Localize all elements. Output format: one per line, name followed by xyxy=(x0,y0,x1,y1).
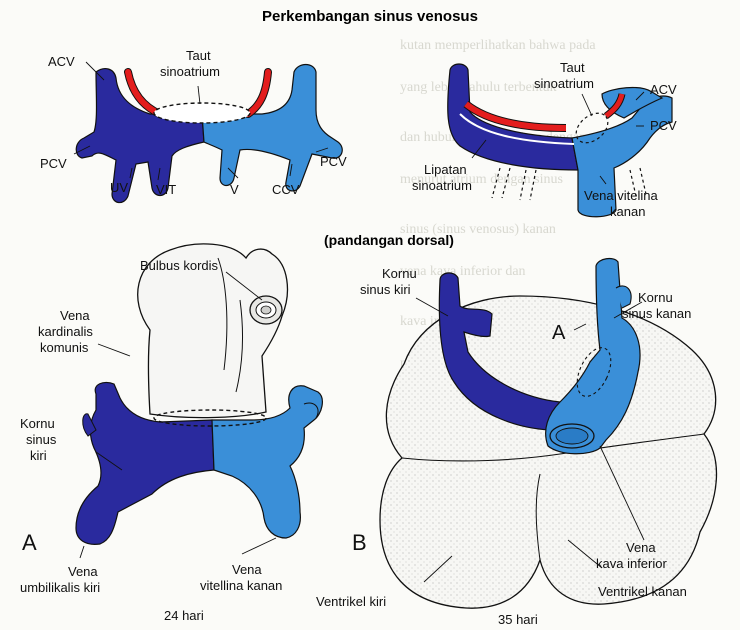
label-ccv: CCV xyxy=(272,182,299,197)
label-kornu-kiri-a-2: sinus xyxy=(26,432,56,447)
label-vena-kava-1: Vena xyxy=(626,540,656,555)
label-age-35: 35 hari xyxy=(498,612,538,627)
label-vena-kardinalis-1: Vena xyxy=(60,308,90,323)
label-acv-left: ACV xyxy=(48,54,75,69)
label-taut-line2: sinoatrium xyxy=(160,64,220,79)
label-vena-kardinalis-2: kardinalis xyxy=(38,324,93,339)
right-sinus-horn-shape xyxy=(202,65,342,191)
label-taut-tr-line2: sinoatrium xyxy=(534,76,594,91)
sinoatrial-junction-ring xyxy=(154,103,250,123)
label-kornu-kiri-b-2: sinus kiri xyxy=(360,282,411,297)
label-pcv-tr: PCV xyxy=(650,118,677,133)
label-age-24: 24 hari xyxy=(164,608,204,623)
label-lipatan-line2: sinoatrium xyxy=(412,178,472,193)
label-kornu-kiri-b-1: Kornu xyxy=(382,266,417,281)
label-kornu-kanan-2: sinus kanan xyxy=(622,306,691,321)
panel-a-letter: A xyxy=(22,530,37,556)
label-vitelina-line1: Vena vitelina xyxy=(584,188,658,203)
dorsal-view-subtitle: (pandangan dorsal) xyxy=(324,232,454,248)
label-lipatan-line1: Lipatan xyxy=(424,162,467,177)
label-pcv-right: PCV xyxy=(320,154,347,169)
left-sinus-horn-shape xyxy=(76,69,204,203)
label-taut-line1: Taut xyxy=(186,48,211,63)
label-acv-right: ACV xyxy=(650,82,677,97)
label-kornu-kiri-a-1: Kornu xyxy=(20,416,55,431)
label-bulbus-kordis: Bulbus kordis xyxy=(140,258,218,273)
figure-title: Perkembangan sinus venosus xyxy=(262,8,478,25)
label-vena-umbilikalis-1: Vena xyxy=(68,564,98,579)
panel-b-plane-letter: A xyxy=(552,322,565,345)
label-vena-vitellina-2: vitellina kanan xyxy=(200,578,282,593)
label-kornu-kiri-a-3: kiri xyxy=(30,448,47,463)
panel-b-letter: B xyxy=(352,530,367,556)
label-uv: UV xyxy=(110,180,128,195)
label-vitelina-line2: kanan xyxy=(610,204,645,219)
label-vena-kava-2: kava inferior xyxy=(596,556,667,571)
label-ventrikel-kanan: Ventrikel kanan xyxy=(598,584,687,599)
label-kornu-kanan-1: Kornu xyxy=(638,290,673,305)
label-ventrikel-kiri: Ventrikel kiri xyxy=(316,594,386,609)
label-vena-kardinalis-3: komunis xyxy=(40,340,88,355)
label-v: V xyxy=(230,182,239,197)
label-vit: VIT xyxy=(156,182,176,197)
label-taut-tr-line1: Taut xyxy=(560,60,585,75)
label-pcv-left: PCV xyxy=(40,156,67,171)
label-vena-umbilikalis-2: umbilikalis kiri xyxy=(20,580,100,595)
panel-a-heart-24-days xyxy=(76,244,322,558)
label-vena-vitellina-1: Vena xyxy=(232,562,262,577)
